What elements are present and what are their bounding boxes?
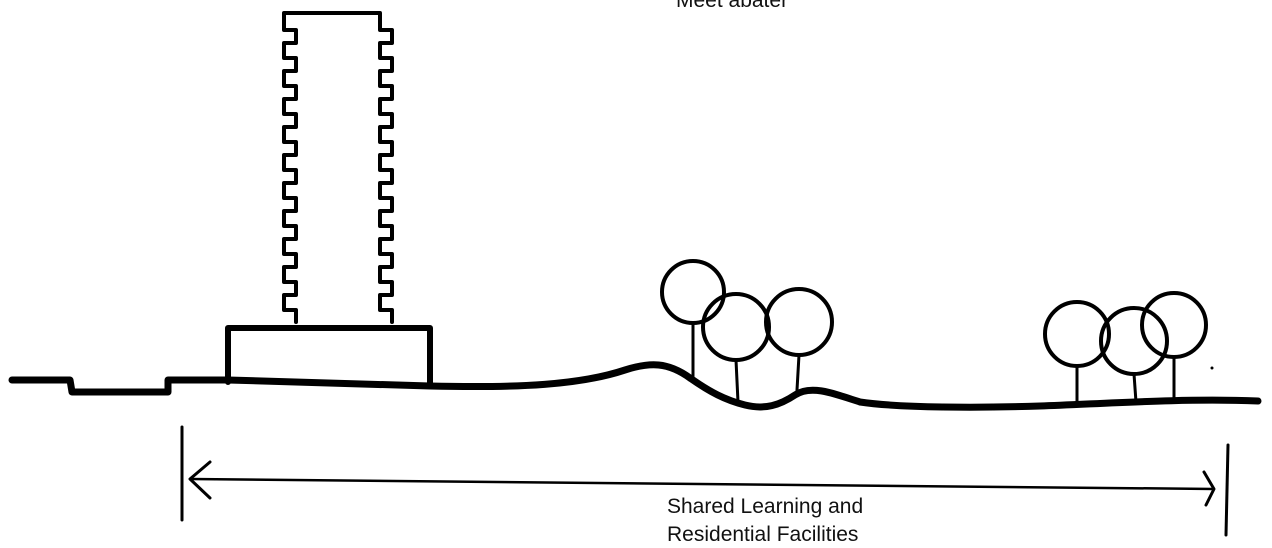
tree-trunk — [797, 355, 799, 390]
span-right-tick — [1226, 445, 1228, 535]
tree-trunk — [736, 360, 738, 402]
stray-mark — [1211, 367, 1214, 370]
tree-trunk — [1134, 374, 1136, 402]
podium-building — [228, 328, 430, 386]
span-label-line-1: Shared Learning and — [667, 496, 863, 517]
tower-building — [284, 13, 392, 322]
tree-canopy — [766, 289, 832, 355]
span-label-line-2: Residential Facilities — [667, 524, 858, 545]
span-dimension-arrow — [182, 427, 1228, 535]
top-caption: Meet abater — [676, 0, 788, 11]
tree-canopy — [1045, 302, 1109, 366]
tree-canopy — [662, 261, 724, 323]
ground-line — [12, 365, 1258, 407]
tree-canopy — [1142, 293, 1206, 357]
tree-canopy — [703, 294, 769, 360]
tree-canopy — [1101, 308, 1167, 374]
span-line — [190, 479, 1214, 489]
tree-group-left — [662, 261, 832, 402]
tree-group-right — [1045, 293, 1206, 404]
